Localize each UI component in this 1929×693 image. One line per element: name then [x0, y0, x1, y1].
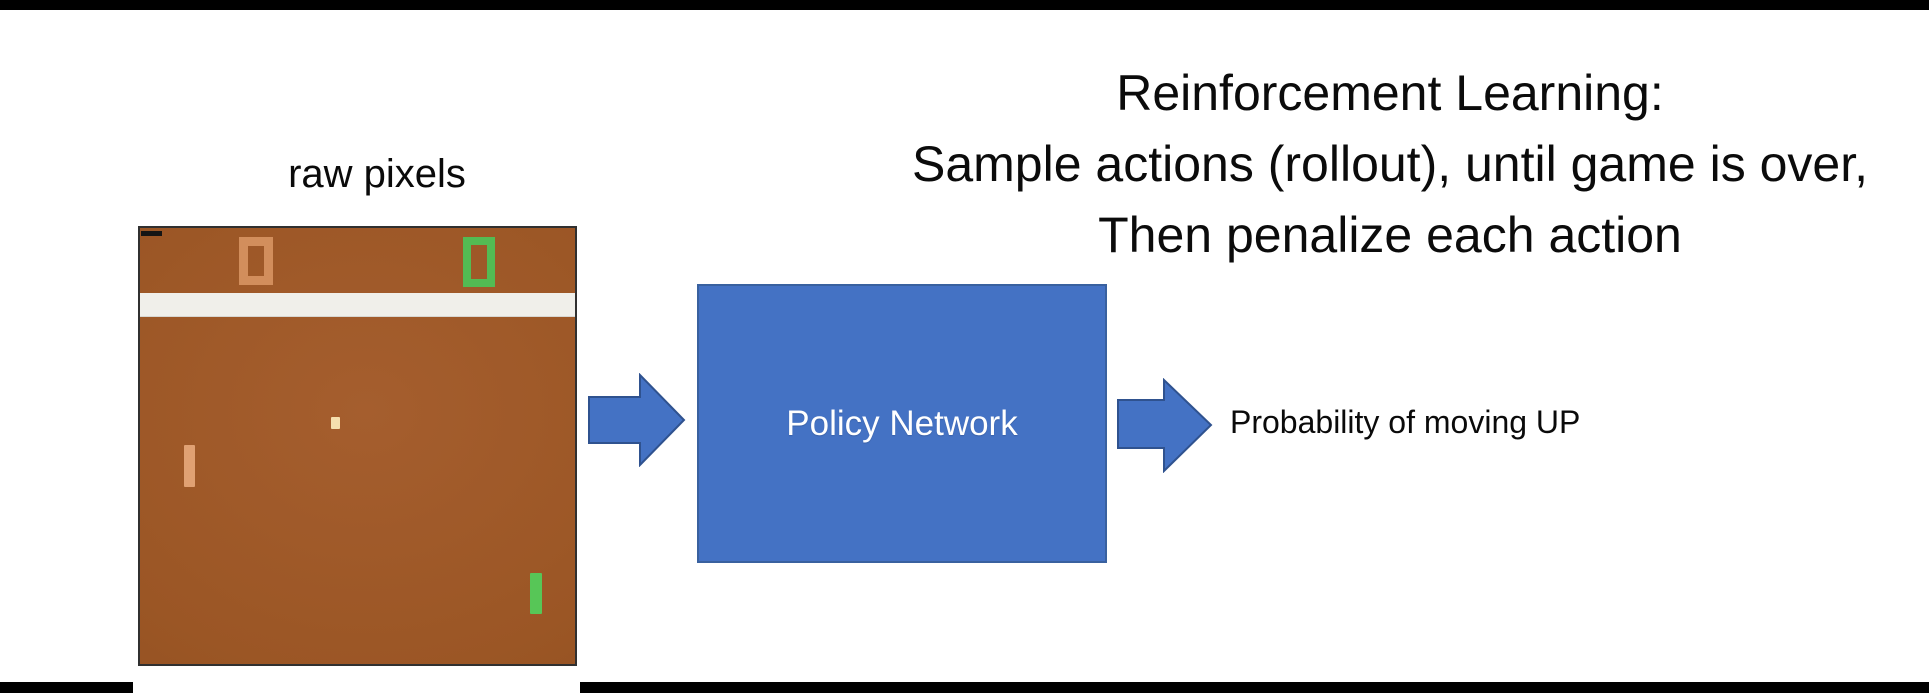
game-top-wall: [140, 293, 575, 316]
headline: Reinforcement Learning: Sample actions (…: [690, 58, 1929, 271]
input-arrow-icon: [588, 372, 686, 472]
headline-line-1: Reinforcement Learning:: [1116, 65, 1664, 121]
probability-output-label: Probability of moving UP: [1230, 404, 1581, 440]
headline-line-3: Then penalize each action: [1098, 207, 1682, 263]
top-black-bar: [0, 0, 1929, 10]
right-paddle: [530, 573, 542, 614]
game-ball: [331, 417, 340, 429]
left-player-score-zero: [239, 237, 273, 285]
right-player-score-zero: [463, 237, 495, 287]
pong-game-screenshot: [138, 226, 577, 666]
headline-line-2: Sample actions (rollout), until game is …: [912, 136, 1868, 192]
bottom-black-bar: [0, 682, 1929, 693]
left-paddle: [184, 445, 195, 487]
policy-network-label: Policy Network: [786, 403, 1018, 443]
raw-pixels-caption: raw pixels: [288, 152, 466, 196]
game-top-left-tick: [141, 231, 162, 236]
output-arrow-icon: [1117, 377, 1213, 478]
policy-network-box: Policy Network: [697, 284, 1107, 563]
game-screenshot-white-margin: [133, 664, 580, 693]
